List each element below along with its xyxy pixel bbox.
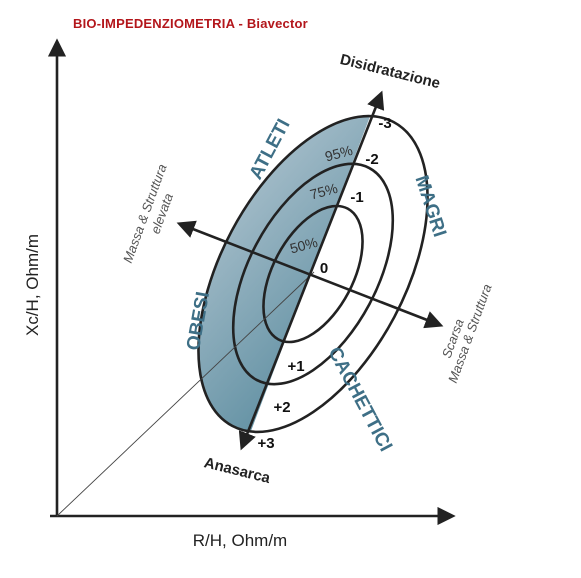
top-axis-label: Disidratazione xyxy=(338,51,442,92)
bottom-axis-label: Anasarca xyxy=(202,454,272,487)
tick-zero: 0 xyxy=(320,260,328,277)
pct-95: 95% xyxy=(323,142,354,165)
tick-plus2: +2 xyxy=(273,399,290,416)
diagram-title: BIO-IMPEDENZIOMETRIA - Biavector xyxy=(73,16,308,31)
tick-minus2: -2 xyxy=(365,151,378,168)
y-axis-label: Xc/H, Ohm/m xyxy=(23,234,42,336)
mass-axis xyxy=(176,220,444,329)
pct-50: 50% xyxy=(288,234,319,257)
x-axis-label: R/H, Ohm/m xyxy=(193,531,287,550)
pct-75: 75% xyxy=(308,180,339,203)
tick-minus1: -1 xyxy=(350,189,363,206)
quadrant-magri: MAGRI xyxy=(410,173,450,240)
quadrant-cachettici: CACHETTICI xyxy=(324,344,397,455)
tick-plus1: +1 xyxy=(287,358,304,375)
tick-minus3: -3 xyxy=(378,115,391,132)
tick-plus3: +3 xyxy=(257,435,274,452)
impedance-vector xyxy=(56,271,315,517)
